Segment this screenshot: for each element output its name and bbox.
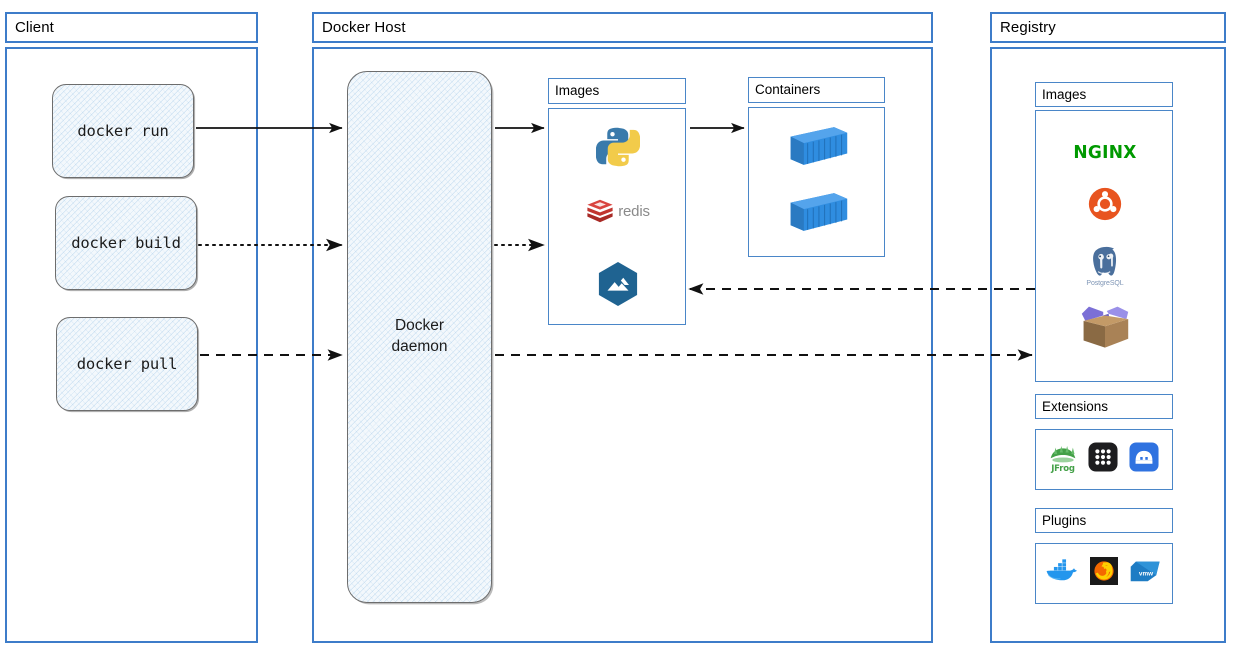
blue-dome-icon (1129, 442, 1159, 477)
docker-daemon-line2: daemon (391, 338, 448, 355)
jfrog-logo-label: JFrog (1051, 464, 1075, 474)
panel-title-host-containers: Containers (748, 77, 885, 103)
redis-logo: redis (549, 191, 687, 231)
shipping-container-icon (749, 186, 886, 238)
panel-body-host-containers (748, 107, 885, 257)
docker-daemon-box[interactable]: Docker daemon (347, 71, 492, 603)
panel-title-registry-images-label: Images (1042, 86, 1087, 102)
package-box-icon (1036, 297, 1174, 359)
command-label-docker-pull: docker pull (76, 355, 178, 373)
ubuntu-logo-svg (1088, 187, 1122, 221)
postgresql-logo-label: PostgreSQL (1086, 279, 1124, 287)
nginx-logo-label: NGINX (1073, 142, 1137, 164)
panel-title-host-containers-label: Containers (755, 82, 821, 98)
panel-title-host-images: Images (548, 78, 686, 104)
docker-daemon-label: Docker daemon (391, 316, 447, 358)
alpine-hex-logo-svg (598, 262, 638, 306)
command-box-docker-pull[interactable]: docker pull (56, 317, 198, 411)
grafana-logo (1090, 557, 1118, 590)
python-logo-svg (596, 127, 640, 167)
postgresql-logo: PostgreSQL (1036, 239, 1174, 291)
panel-title-host-images-label: Images (555, 83, 600, 99)
docker-daemon-line1: Docker (394, 317, 445, 335)
panel-title-registry-plugins-label: Plugins (1042, 512, 1087, 528)
postgresql-logo-svg (1093, 246, 1117, 276)
lane-title-registry-label: Registry (1000, 19, 1056, 36)
lane-title-docker-host: Docker Host (312, 12, 933, 43)
panel-body-registry-images: NGINX PostgreSQL (1035, 110, 1173, 382)
shipping-container-icon (749, 120, 886, 172)
command-box-docker-run[interactable]: docker run (52, 84, 194, 178)
panel-title-registry-plugins: Plugins (1035, 508, 1173, 533)
lane-title-docker-host-label: Docker Host (322, 19, 406, 36)
shipping-container-icon-svg (790, 127, 847, 165)
panel-title-registry-images: Images (1035, 82, 1173, 107)
vmware-logo: vmw (1129, 558, 1163, 589)
python-logo (549, 119, 687, 175)
docker-whale-logo (1045, 558, 1079, 589)
docker-whale-logo-svg (1046, 559, 1077, 581)
nginx-logo: NGINX (1036, 139, 1174, 167)
command-box-docker-build[interactable]: docker build (55, 196, 197, 290)
vmware-logo-svg: vmw (1130, 561, 1160, 582)
panel-body-registry-plugins: vmw (1035, 543, 1173, 604)
panel-body-registry-extensions: JFrog (1035, 429, 1173, 490)
package-box-icon-svg (1081, 306, 1129, 348)
panel-title-registry-extensions-label: Extensions (1042, 398, 1109, 414)
lane-title-client: Client (5, 12, 258, 43)
panel-title-registry-extensions: Extensions (1035, 394, 1173, 419)
redis-logo-label: redis (618, 202, 650, 220)
command-label-docker-build: docker build (71, 234, 181, 252)
panel-body-host-images: redis (548, 108, 686, 325)
app-grid-icon (1088, 442, 1118, 477)
svg-text:vmw: vmw (1139, 570, 1153, 577)
redis-logo-svg (587, 199, 613, 223)
lane-title-registry: Registry (990, 12, 1226, 43)
lane-title-client-label: Client (15, 19, 54, 36)
command-label-docker-run: docker run (77, 122, 169, 140)
grafana-logo-svg (1090, 557, 1118, 585)
ubuntu-logo (1036, 183, 1174, 225)
jfrog-logo-svg (1050, 445, 1076, 463)
jfrog-logo: JFrog (1049, 445, 1077, 474)
shipping-container-icon-svg (790, 193, 847, 231)
blue-dome-icon-svg (1129, 442, 1159, 472)
app-grid-icon-svg (1088, 442, 1118, 472)
alpine-hex-logo (549, 257, 687, 311)
